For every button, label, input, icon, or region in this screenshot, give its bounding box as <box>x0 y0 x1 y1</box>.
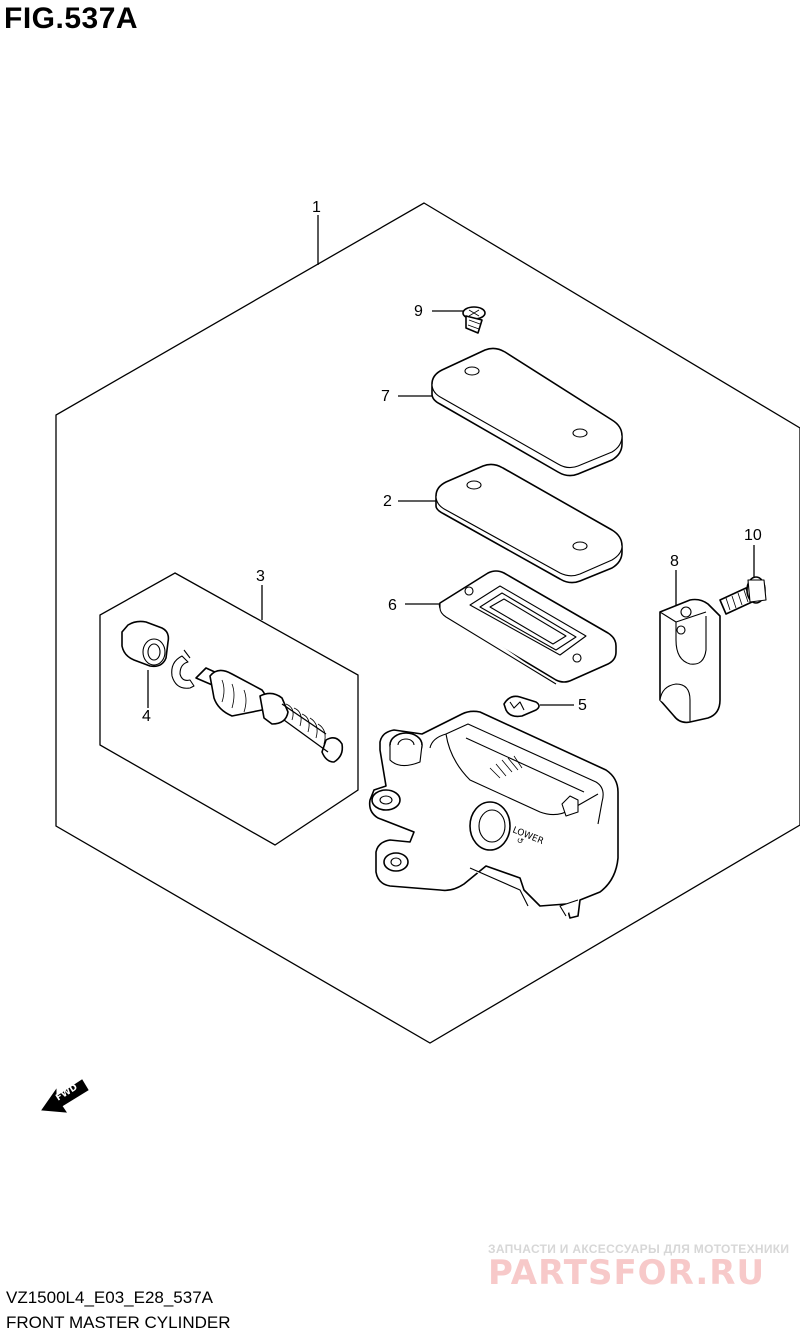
callout-5: 5 <box>578 697 587 714</box>
callout-7: 7 <box>381 388 390 405</box>
callout-3: 3 <box>256 568 265 585</box>
piston-cup-part <box>121 620 170 668</box>
rubber-diaphragm-part <box>438 570 617 685</box>
watermark-brand: PARTSFOR.RU <box>488 1253 766 1293</box>
assembly-outline <box>55 202 800 1044</box>
callout-8: 8 <box>670 553 679 570</box>
callout-4: 4 <box>142 708 151 725</box>
callout-9: 9 <box>414 303 423 320</box>
diaphragm-plate-part <box>435 463 623 584</box>
boot-clip-part <box>503 695 540 718</box>
piston-kit-outline <box>99 572 359 846</box>
clamp-bolt-part <box>719 576 767 615</box>
figure-title: FIG.537A <box>4 2 139 35</box>
watermark-tagline: ЗАПЧАСТИ И АКСЕССУАРЫ ДЛЯ МОТОТЕХНИКИ <box>488 1242 790 1256</box>
svg-text:↺: ↺ <box>515 836 525 847</box>
callout-labels: 1 2 3 4 5 6 7 8 9 10 <box>142 199 762 725</box>
callout-10: 10 <box>744 527 762 544</box>
forward-arrow-icon: FWD <box>41 1079 89 1113</box>
master-cylinder-body-part: LOWER ↺ <box>368 710 619 919</box>
piston-spring-part <box>195 667 344 763</box>
circlip-part <box>171 649 195 689</box>
callout-1: 1 <box>312 199 321 216</box>
assembly-name: FRONT MASTER CYLINDER <box>6 1313 231 1332</box>
callout-2: 2 <box>383 493 392 510</box>
model-code: VZ1500L4_E03_E28_537A <box>6 1288 214 1307</box>
reservoir-cap-part <box>431 347 623 477</box>
handlebar-clamp-part <box>659 598 721 724</box>
cap-screw-part <box>462 306 486 334</box>
callout-6: 6 <box>388 597 397 614</box>
leader-lines <box>147 215 755 708</box>
